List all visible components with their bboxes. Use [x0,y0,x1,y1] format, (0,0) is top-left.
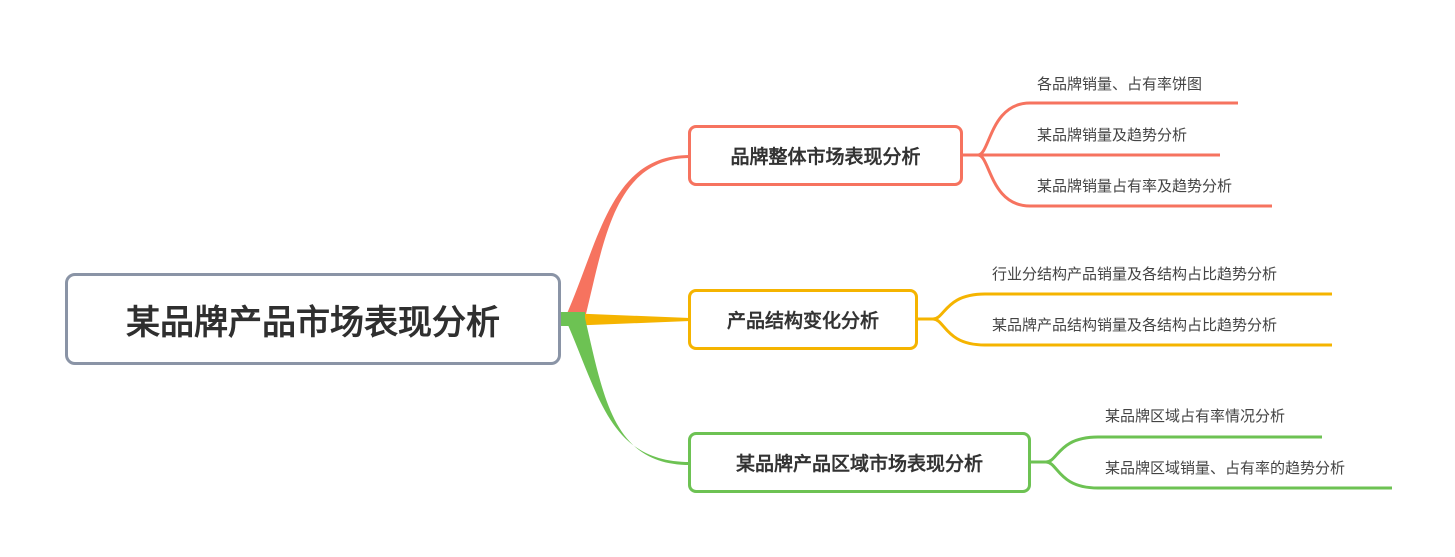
branch-topic-brand-overall[interactable]: 品牌整体市场表现分析 [688,125,963,186]
connector-branch-3-leaves [1031,435,1392,490]
leaf-topic-1-1[interactable]: 各品牌销量、占有率饼图 [1037,75,1203,93]
connector-root-branch-1 [565,155,690,318]
connector-branch-1-leaves [963,101,1272,208]
leaf-topic-1-3[interactable]: 某品牌销量占有率及趋势分析 [1037,177,1233,195]
connector-root-branch-2 [565,313,690,326]
branch-topic-product-structure[interactable]: 产品结构变化分析 [688,289,918,350]
root-topic-label: 某品牌产品市场表现分析 [126,302,500,343]
connector-leaf-3-2 [1045,460,1392,490]
branch-topic-label: 产品结构变化分析 [726,310,879,332]
connector-root-hub [561,312,585,326]
branch-topic-label: 某品牌产品区域市场表现分析 [735,453,983,475]
leaf-topic-3-2[interactable]: 某品牌区域销量、占有率的趋势分析 [1105,459,1346,477]
leaf-topic-1-2[interactable]: 某品牌销量及趋势分析 [1037,126,1188,144]
leaf-topic-3-1[interactable]: 某品牌区域占有率情况分析 [1105,407,1286,425]
connector-leaf-2-2 [932,317,1332,347]
connector-root-branch-3 [565,318,690,465]
branch-topic-label: 品牌整体市场表现分析 [730,146,921,168]
root-topic[interactable]: 某品牌产品市场表现分析 [65,273,561,365]
leaf-topic-2-2[interactable]: 某品牌产品结构销量及各结构占比趋势分析 [992,316,1278,334]
connector-leaf-1-3 [977,153,1272,208]
connector-branch-2-leaves [918,292,1332,347]
branch-topic-regional-market[interactable]: 某品牌产品区域市场表现分析 [688,432,1031,493]
leaf-topic-2-1[interactable]: 行业分结构产品销量及各结构占比趋势分析 [992,265,1278,283]
